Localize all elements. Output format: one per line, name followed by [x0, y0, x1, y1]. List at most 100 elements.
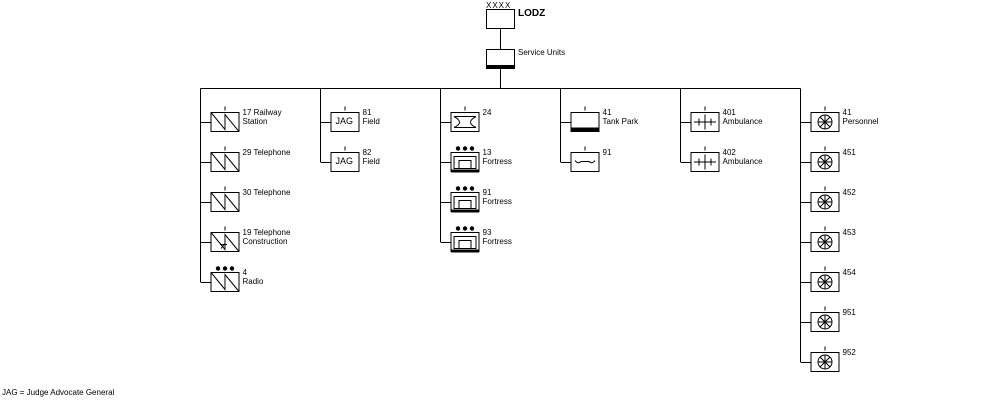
- echelon-dot: [469, 186, 475, 191]
- unit-symbol-signal: [210, 186, 240, 212]
- unit-label: 81: [362, 108, 372, 117]
- echelon-dot: [469, 226, 475, 231]
- unit-frame: [810, 112, 840, 132]
- signal-lightning-icon: [210, 192, 240, 212]
- echelon-dot: [469, 146, 475, 151]
- unit-frame: [210, 232, 240, 252]
- service-units-label: Service Units: [518, 48, 566, 57]
- echelon-dot: [462, 226, 468, 231]
- signal-lightning-icon: [210, 272, 240, 292]
- unit-label: 17 Railway: [242, 108, 282, 117]
- signal-lightning-icon: [210, 112, 240, 132]
- unit-symbol-replacement: [810, 186, 840, 212]
- unit-frame: [810, 152, 840, 172]
- unit-frame: [450, 112, 480, 132]
- unit-label: 13: [482, 148, 492, 157]
- unit-symbol-replacement: [810, 266, 840, 292]
- signal-lightning-icon: [210, 232, 240, 252]
- jag-symbol-text: JAG: [335, 116, 354, 126]
- hq-name: LODZ: [518, 8, 546, 19]
- unit-sublabel: Field: [362, 117, 380, 126]
- unit-symbol-jag: [330, 146, 360, 172]
- jag-symbol-text: JAG: [335, 156, 354, 166]
- unit-sublabel: Field: [362, 157, 380, 166]
- unit-label: 453: [842, 228, 856, 237]
- unit-sublabel: Ambulance: [722, 117, 763, 126]
- unit-label: 4: [242, 268, 247, 277]
- unit-label: 19 Telephone: [242, 228, 291, 237]
- unit-label: 91: [602, 148, 612, 157]
- unit-sublabel: Fortress: [482, 157, 512, 166]
- unit-label: 30 Telephone: [242, 188, 291, 197]
- fortress-base: [451, 209, 479, 213]
- unit-symbol-fortress: [450, 146, 480, 173]
- footnote: JAG = Judge Advocate General: [2, 388, 115, 397]
- fortress-icon: [458, 160, 472, 169]
- hq-frame: [486, 9, 515, 29]
- unit-symbol-signal: [210, 266, 240, 292]
- unit-sublabel: Fortress: [482, 237, 512, 246]
- fortress-inner: [453, 196, 477, 209]
- unit-sublabel: Construction: [242, 237, 288, 246]
- unit-frame: [810, 192, 840, 212]
- wheel-spoke: [819, 276, 831, 288]
- unit-label: 93: [482, 228, 492, 237]
- fortress-icon: [458, 200, 472, 209]
- fortress-inner: [453, 156, 477, 169]
- unit-symbol-replacement: [810, 346, 840, 372]
- unit-label: 951: [842, 308, 856, 317]
- construction-icon: [220, 243, 227, 249]
- unit-label: 952: [842, 348, 856, 357]
- unit-label: 402: [722, 148, 736, 157]
- unit-sublabel: Radio: [242, 277, 264, 286]
- unit-frame: [210, 192, 240, 212]
- echelon-dot: [455, 186, 461, 191]
- echelon-dot: [462, 186, 468, 191]
- unit-frame: [810, 232, 840, 252]
- unit-symbol-replacement: [810, 306, 840, 332]
- unit-frame: [690, 152, 720, 172]
- unit-sublabel: Personnel: [842, 117, 879, 126]
- unit-sublabel: Fortress: [482, 197, 512, 206]
- unit-symbol-transport: [570, 146, 600, 172]
- wheel-spoke: [819, 116, 831, 128]
- unit-symbol-fortress: [450, 226, 480, 253]
- signal-lightning-icon: [210, 152, 240, 172]
- hq-symbol: [486, 9, 515, 29]
- unit-symbol-replacement: [810, 226, 840, 252]
- unit-frame: [810, 312, 840, 332]
- service-band: [486, 65, 515, 69]
- unit-frame: [690, 112, 720, 132]
- hq-echelon: XXXX: [486, 1, 512, 10]
- unit-sublabel: Ambulance: [722, 157, 763, 166]
- unit-label: 452: [842, 188, 856, 197]
- unit-frame: [210, 152, 240, 172]
- unit-frame: [210, 112, 240, 132]
- echelon-dot: [455, 146, 461, 151]
- unit-frame: [810, 272, 840, 292]
- unit-symbol-replacement: [810, 106, 840, 132]
- unit-symbol-transport: [570, 106, 600, 132]
- echelon-dot: [462, 146, 468, 151]
- unit-label: 24: [482, 108, 492, 117]
- engineer-icon: [453, 116, 477, 128]
- unit-sublabel: Station: [242, 117, 268, 126]
- unit-frame: [810, 352, 840, 372]
- unit-label: 41: [842, 108, 852, 117]
- unit-sublabel: Tank Park: [602, 117, 639, 126]
- echelon-dot: [222, 266, 228, 271]
- unit-symbol-medical: [690, 106, 720, 132]
- unit-symbol-signal: [210, 146, 240, 172]
- unit-symbol-jag: [330, 106, 360, 132]
- echelon-dot: [229, 266, 235, 271]
- echelon-dot: [455, 226, 461, 231]
- unit-symbol-replacement: [810, 146, 840, 172]
- maintenance-wrench-icon: [574, 160, 596, 164]
- unit-label: 41: [602, 108, 612, 117]
- fortress-icon: [458, 240, 472, 249]
- wheel-spoke: [819, 156, 831, 168]
- tank-park-band: [571, 127, 599, 132]
- fortress-base: [451, 249, 479, 253]
- unit-symbol-signal: [210, 106, 240, 132]
- unit-label: 82: [362, 148, 372, 157]
